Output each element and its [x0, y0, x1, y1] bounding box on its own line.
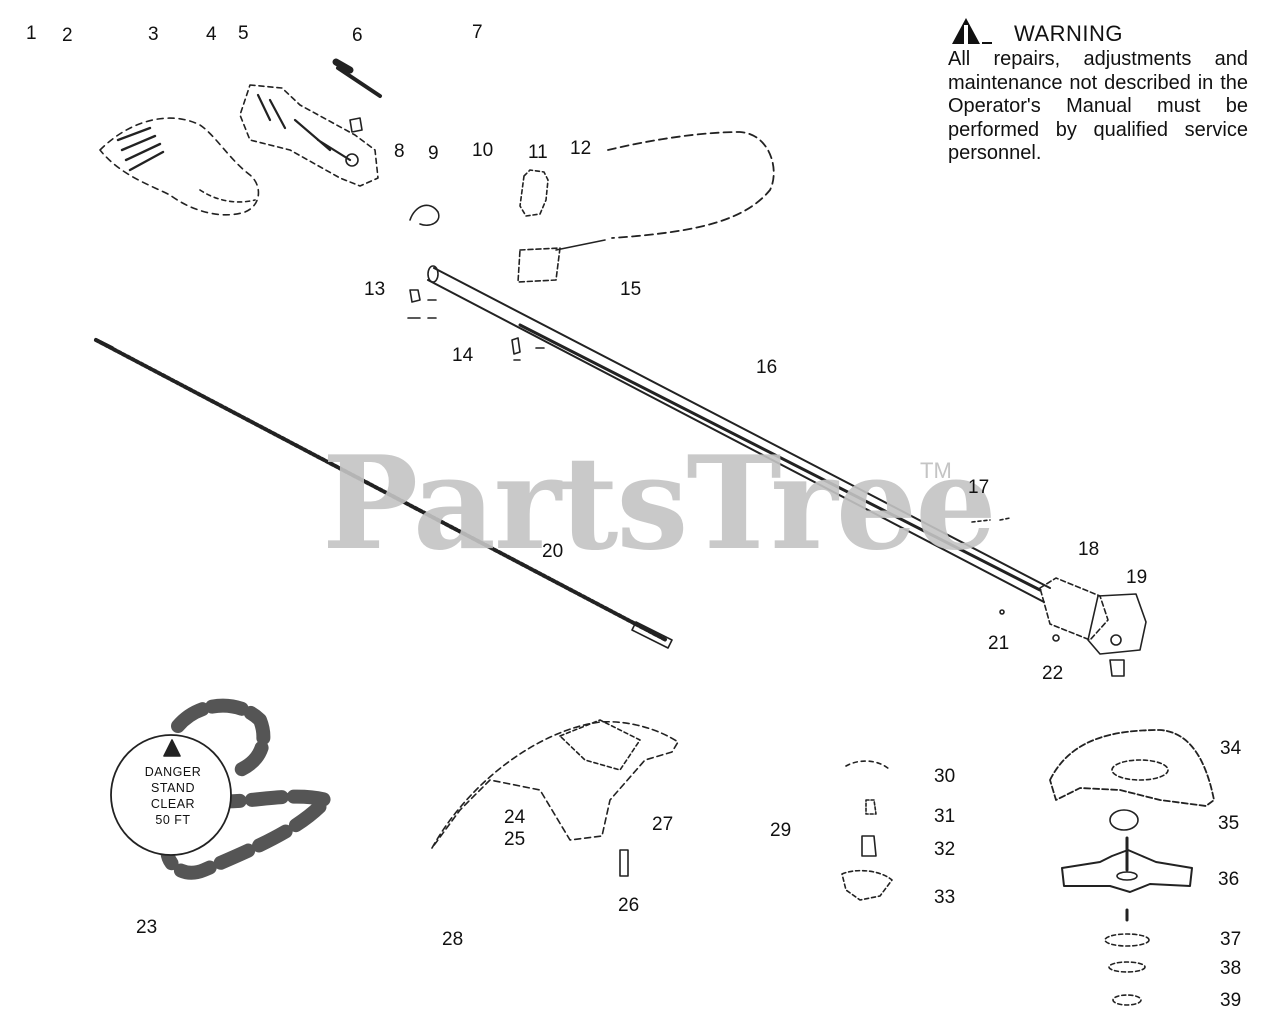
watermark-trademark: TM — [920, 458, 952, 483]
part-label-5: 5 — [238, 23, 249, 44]
part-label-1: 1 — [26, 23, 37, 44]
warning-body: All repairs, adjustments and maintenance… — [948, 48, 1248, 164]
part-label-20: 20 — [542, 541, 564, 562]
part-label-10: 10 — [472, 140, 494, 161]
part-label-8: 8 — [394, 141, 405, 162]
part-label-25: 25 — [504, 829, 526, 850]
part-label-12: 12 — [570, 138, 592, 159]
part-label-26: 26 — [618, 895, 640, 916]
part-label-14: 14 — [452, 345, 474, 366]
part-label-36: 36 — [1218, 869, 1240, 890]
warning-header: WARNING — [948, 16, 1248, 46]
part-label-28: 28 — [442, 929, 464, 950]
engine-housing — [99, 117, 260, 216]
part-label-22: 22 — [1042, 663, 1064, 684]
warning-triangle-icon — [952, 18, 992, 44]
part-label-37: 37 — [1220, 929, 1242, 950]
part-label-24: 24 — [504, 807, 526, 828]
part-label-3: 3 — [148, 24, 159, 45]
loop-handle — [517, 131, 775, 283]
sticker-line: CLEAR — [150, 797, 196, 811]
part-label-29: 29 — [770, 820, 792, 841]
drive-cable — [94, 338, 673, 649]
part-label-39: 39 — [1220, 990, 1242, 1011]
warning-notice: WARNING All repairs, adjustments and mai… — [948, 16, 1248, 166]
part-label-38: 38 — [1220, 958, 1242, 979]
part-label-33: 33 — [934, 887, 956, 908]
part-label-6: 6 — [352, 25, 363, 46]
trimmer-head — [1049, 729, 1215, 1006]
drive-tube — [427, 265, 1051, 603]
part-label-19: 19 — [1126, 567, 1148, 588]
part-label-27: 27 — [652, 814, 674, 835]
part-label-11: 11 — [528, 142, 548, 163]
part-label-4: 4 — [206, 24, 217, 45]
part-label-7: 7 — [472, 22, 483, 43]
part-label-35: 35 — [1218, 813, 1240, 834]
sticker-line: STAND — [151, 781, 195, 795]
part-label-21: 21 — [988, 633, 1010, 654]
warning-title: WARNING — [1014, 21, 1124, 46]
sticker-line: 50 FT — [155, 813, 191, 827]
part-label-23: 23 — [136, 917, 158, 938]
grass-shield — [431, 719, 679, 877]
watermark-text: PartsTree — [322, 429, 997, 579]
part-label-32: 32 — [934, 839, 956, 860]
part-label-2: 2 — [62, 25, 73, 46]
part-label-31: 31 — [934, 806, 956, 827]
part-label-13: 13 — [364, 279, 386, 300]
part-label-15: 15 — [620, 279, 642, 300]
part-label-30: 30 — [934, 766, 956, 787]
part-label-9: 9 — [428, 143, 439, 164]
part-label-34: 34 — [1220, 738, 1242, 759]
part-label-18: 18 — [1078, 539, 1100, 560]
shoulder-harness — [110, 698, 333, 880]
sticker-line: DANGER — [144, 765, 202, 779]
small-hardware — [841, 760, 893, 901]
carburetor-assembly — [239, 84, 379, 187]
danger-sticker-text: DANGER STAND CLEAR 50 FT — [118, 764, 228, 828]
part-label-16: 16 — [756, 357, 778, 378]
gear-head — [971, 517, 1147, 677]
part-label-17: 17 — [968, 477, 990, 498]
